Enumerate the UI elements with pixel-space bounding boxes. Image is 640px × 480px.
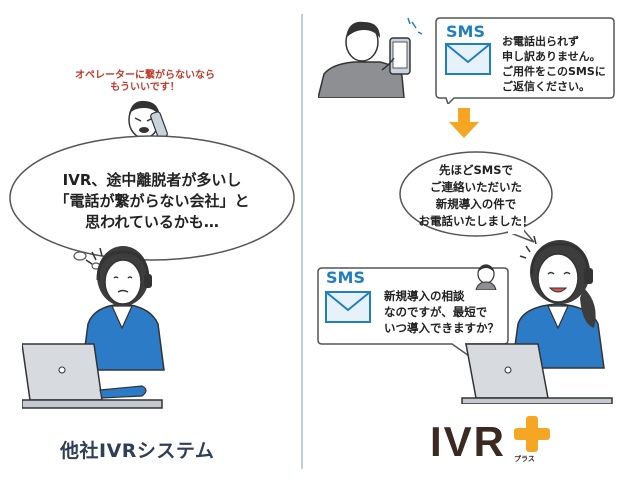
sms-label-1: SMS xyxy=(446,22,485,41)
thought-bubble xyxy=(9,135,295,270)
sms-message-1: お電話出られず 申し訳ありません。 ご用件をこのSMSに ご返信ください。 xyxy=(502,34,606,94)
sms-message-2: 新規導入の相談 なのですが、最短で いつ導入できますか？ xyxy=(384,288,499,336)
customer-avatar-icon xyxy=(475,264,497,290)
sms-bubble-1 xyxy=(435,17,615,104)
ivr-plus-caption: プラス xyxy=(514,455,535,463)
sms-message-1-line-2: 申し訳ありません。 xyxy=(502,50,601,63)
operator-thought: IVR、途中離脱者が多いし 「電話が繋がらない会社」と 思われているかも… xyxy=(18,170,286,233)
down-arrow-icon xyxy=(449,108,479,138)
sms-message-1-line-3: ご用件をこのSMSに xyxy=(502,65,606,78)
sms-bubble-2 xyxy=(317,267,509,360)
phone-caller-illustration xyxy=(318,17,422,98)
operator-speech-line-4: お電話いたしました！ xyxy=(418,214,534,228)
sms-message-1-line-4: ご返信ください。 xyxy=(502,80,590,93)
operator-thought-line-2: 「電話が繋がらない会社」と xyxy=(54,192,250,210)
operator-speech-line-2: ご連絡いただいた xyxy=(430,180,522,194)
center-divider xyxy=(301,14,303,469)
sms-label-2: SMS xyxy=(326,268,365,287)
ivr-plus-logo-text: IVR xyxy=(430,418,507,465)
sms-message-2-line-3: いつ導入できますか？ xyxy=(384,321,499,335)
smiling-operator-illustration xyxy=(461,235,613,404)
operator-speech: 先ほどSMSで ご連絡いただいた 新規導入の件で お電話いたしました！ xyxy=(410,162,542,230)
operator-speech-line-3: 新規導入の件で xyxy=(435,197,517,211)
caller-exclaim-line-1: オペレーターに繋がらないなら xyxy=(75,70,215,81)
worried-operator-illustration xyxy=(22,246,165,409)
caller-exclaim-line-2: もういいです！ xyxy=(110,82,180,93)
sms-message-1-line-1: お電話出られず xyxy=(502,35,579,48)
sms-message-2-line-1: 新規導入の相談 xyxy=(384,289,465,303)
operator-speech-line-1: 先ほどSMSで xyxy=(438,163,513,177)
caller-exclaim: オペレーターに繋がらないなら もういいです！ xyxy=(70,70,220,94)
operator-thought-line-3: 思われているかも… xyxy=(85,213,219,231)
sms-message-2-line-2: なのですが、最短で xyxy=(384,305,488,319)
operator-speech-bubble xyxy=(399,151,553,243)
operator-thought-line-1: IVR、途中離脱者が多いし xyxy=(62,171,242,189)
plus-icon xyxy=(514,416,550,452)
other-ivr-title: 他社IVRシステム xyxy=(60,440,215,462)
